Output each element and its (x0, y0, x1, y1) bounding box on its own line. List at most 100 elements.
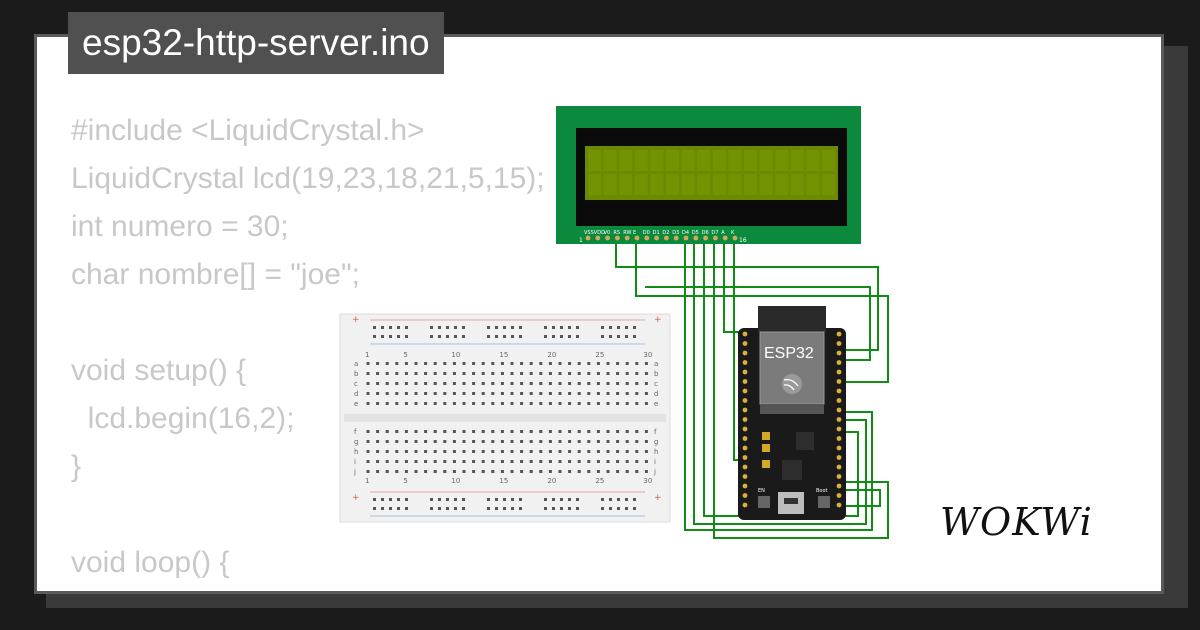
breadboard-hole[interactable] (443, 382, 447, 385)
breadboard-hole[interactable] (481, 460, 485, 463)
breadboard-hole[interactable] (481, 362, 485, 365)
breadboard-hole[interactable] (443, 402, 447, 405)
rail-hole[interactable] (430, 507, 433, 510)
breadboard-hole[interactable] (510, 402, 514, 405)
breadboard-hole[interactable] (606, 372, 610, 375)
lcd-pin[interactable] (605, 235, 610, 241)
breadboard-hole[interactable] (606, 382, 610, 385)
esp32-pin-left[interactable] (742, 407, 748, 413)
esp32-pin-left[interactable] (742, 426, 748, 432)
rail-hole[interactable] (544, 498, 547, 501)
breadboard-hole[interactable] (481, 372, 485, 375)
breadboard-hole[interactable] (529, 402, 533, 405)
breadboard-hole[interactable] (376, 440, 380, 443)
breadboard-hole[interactable] (529, 382, 533, 385)
breadboard-hole[interactable] (635, 392, 639, 395)
esp32-pin-left[interactable] (742, 341, 748, 346)
rail-hole[interactable] (552, 326, 555, 329)
breadboard-hole[interactable] (414, 362, 418, 365)
breadboard-hole[interactable] (510, 430, 514, 433)
breadboard-hole[interactable] (443, 450, 447, 453)
rail-hole[interactable] (503, 498, 506, 501)
breadboard-hole[interactable] (529, 460, 533, 463)
rail-hole[interactable] (495, 507, 498, 510)
breadboard-hole[interactable] (529, 470, 533, 473)
breadboard-hole[interactable] (414, 470, 418, 473)
breadboard-hole[interactable] (529, 362, 533, 365)
breadboard-hole[interactable] (472, 372, 476, 375)
breadboard-hole[interactable] (510, 440, 514, 443)
rail-hole[interactable] (438, 507, 441, 510)
breadboard-hole[interactable] (395, 430, 399, 433)
breadboard-hole[interactable] (644, 430, 648, 433)
breadboard-hole[interactable] (577, 460, 581, 463)
breadboard-hole[interactable] (625, 470, 629, 473)
breadboard-hole[interactable] (472, 362, 476, 365)
breadboard-hole[interactable] (587, 460, 591, 463)
breadboard-hole[interactable] (520, 372, 524, 375)
breadboard-hole[interactable] (500, 460, 504, 463)
breadboard-hole[interactable] (596, 440, 600, 443)
breadboard-hole[interactable] (376, 362, 380, 365)
rail-hole[interactable] (511, 326, 514, 329)
breadboard-hole[interactable] (596, 382, 600, 385)
rail-hole[interactable] (495, 335, 498, 338)
rail-hole[interactable] (405, 335, 408, 338)
breadboard-hole[interactable] (548, 362, 552, 365)
rail-hole[interactable] (519, 326, 522, 329)
rail-hole[interactable] (381, 326, 384, 329)
breadboard-hole[interactable] (587, 402, 591, 405)
breadboard-hole[interactable] (587, 470, 591, 473)
breadboard-hole[interactable] (625, 362, 629, 365)
esp32-pin-right[interactable] (836, 493, 842, 498)
breadboard-hole[interactable] (500, 372, 504, 375)
breadboard-hole[interactable] (510, 460, 514, 463)
rail-hole[interactable] (405, 498, 408, 501)
breadboard-hole[interactable] (510, 392, 514, 395)
breadboard-hole[interactable] (366, 372, 370, 375)
rail-hole[interactable] (430, 335, 433, 338)
rail-hole[interactable] (389, 335, 392, 338)
breadboard-hole[interactable] (625, 382, 629, 385)
rail-hole[interactable] (609, 335, 612, 338)
rail-hole[interactable] (568, 507, 571, 510)
breadboard-hole[interactable] (452, 440, 456, 443)
rail-hole[interactable] (544, 326, 547, 329)
rail-hole[interactable] (625, 498, 628, 501)
breadboard-hole[interactable] (606, 460, 610, 463)
breadboard-hole[interactable] (472, 440, 476, 443)
breadboard-hole[interactable] (500, 440, 504, 443)
breadboard-hole[interactable] (539, 382, 543, 385)
esp32-pin-right[interactable] (836, 474, 842, 479)
breadboard-hole[interactable] (510, 372, 514, 375)
rail-hole[interactable] (576, 335, 579, 338)
breadboard-hole[interactable] (568, 450, 572, 453)
breadboard-hole[interactable] (424, 430, 428, 433)
breadboard-hole[interactable] (548, 470, 552, 473)
breadboard-hole[interactable] (616, 362, 620, 365)
breadboard-hole[interactable] (472, 450, 476, 453)
rail-hole[interactable] (446, 326, 449, 329)
breadboard-hole[interactable] (587, 392, 591, 395)
breadboard-hole[interactable] (424, 460, 428, 463)
breadboard-hole[interactable] (635, 460, 639, 463)
breadboard-hole[interactable] (395, 440, 399, 443)
breadboard-hole[interactable] (606, 362, 610, 365)
breadboard-hole[interactable] (625, 402, 629, 405)
breadboard-hole[interactable] (395, 382, 399, 385)
breadboard-hole[interactable] (433, 392, 437, 395)
breadboard-hole[interactable] (577, 382, 581, 385)
breadboard-hole[interactable] (452, 470, 456, 473)
breadboard-hole[interactable] (625, 430, 629, 433)
en-button[interactable] (758, 496, 770, 508)
breadboard-hole[interactable] (424, 392, 428, 395)
rail-hole[interactable] (446, 335, 449, 338)
lcd-pin[interactable] (703, 235, 708, 241)
breadboard-hole[interactable] (395, 470, 399, 473)
rail-hole[interactable] (397, 335, 400, 338)
lcd-pin[interactable] (713, 235, 718, 241)
breadboard-hole[interactable] (366, 440, 370, 443)
breadboard-hole[interactable] (443, 392, 447, 395)
